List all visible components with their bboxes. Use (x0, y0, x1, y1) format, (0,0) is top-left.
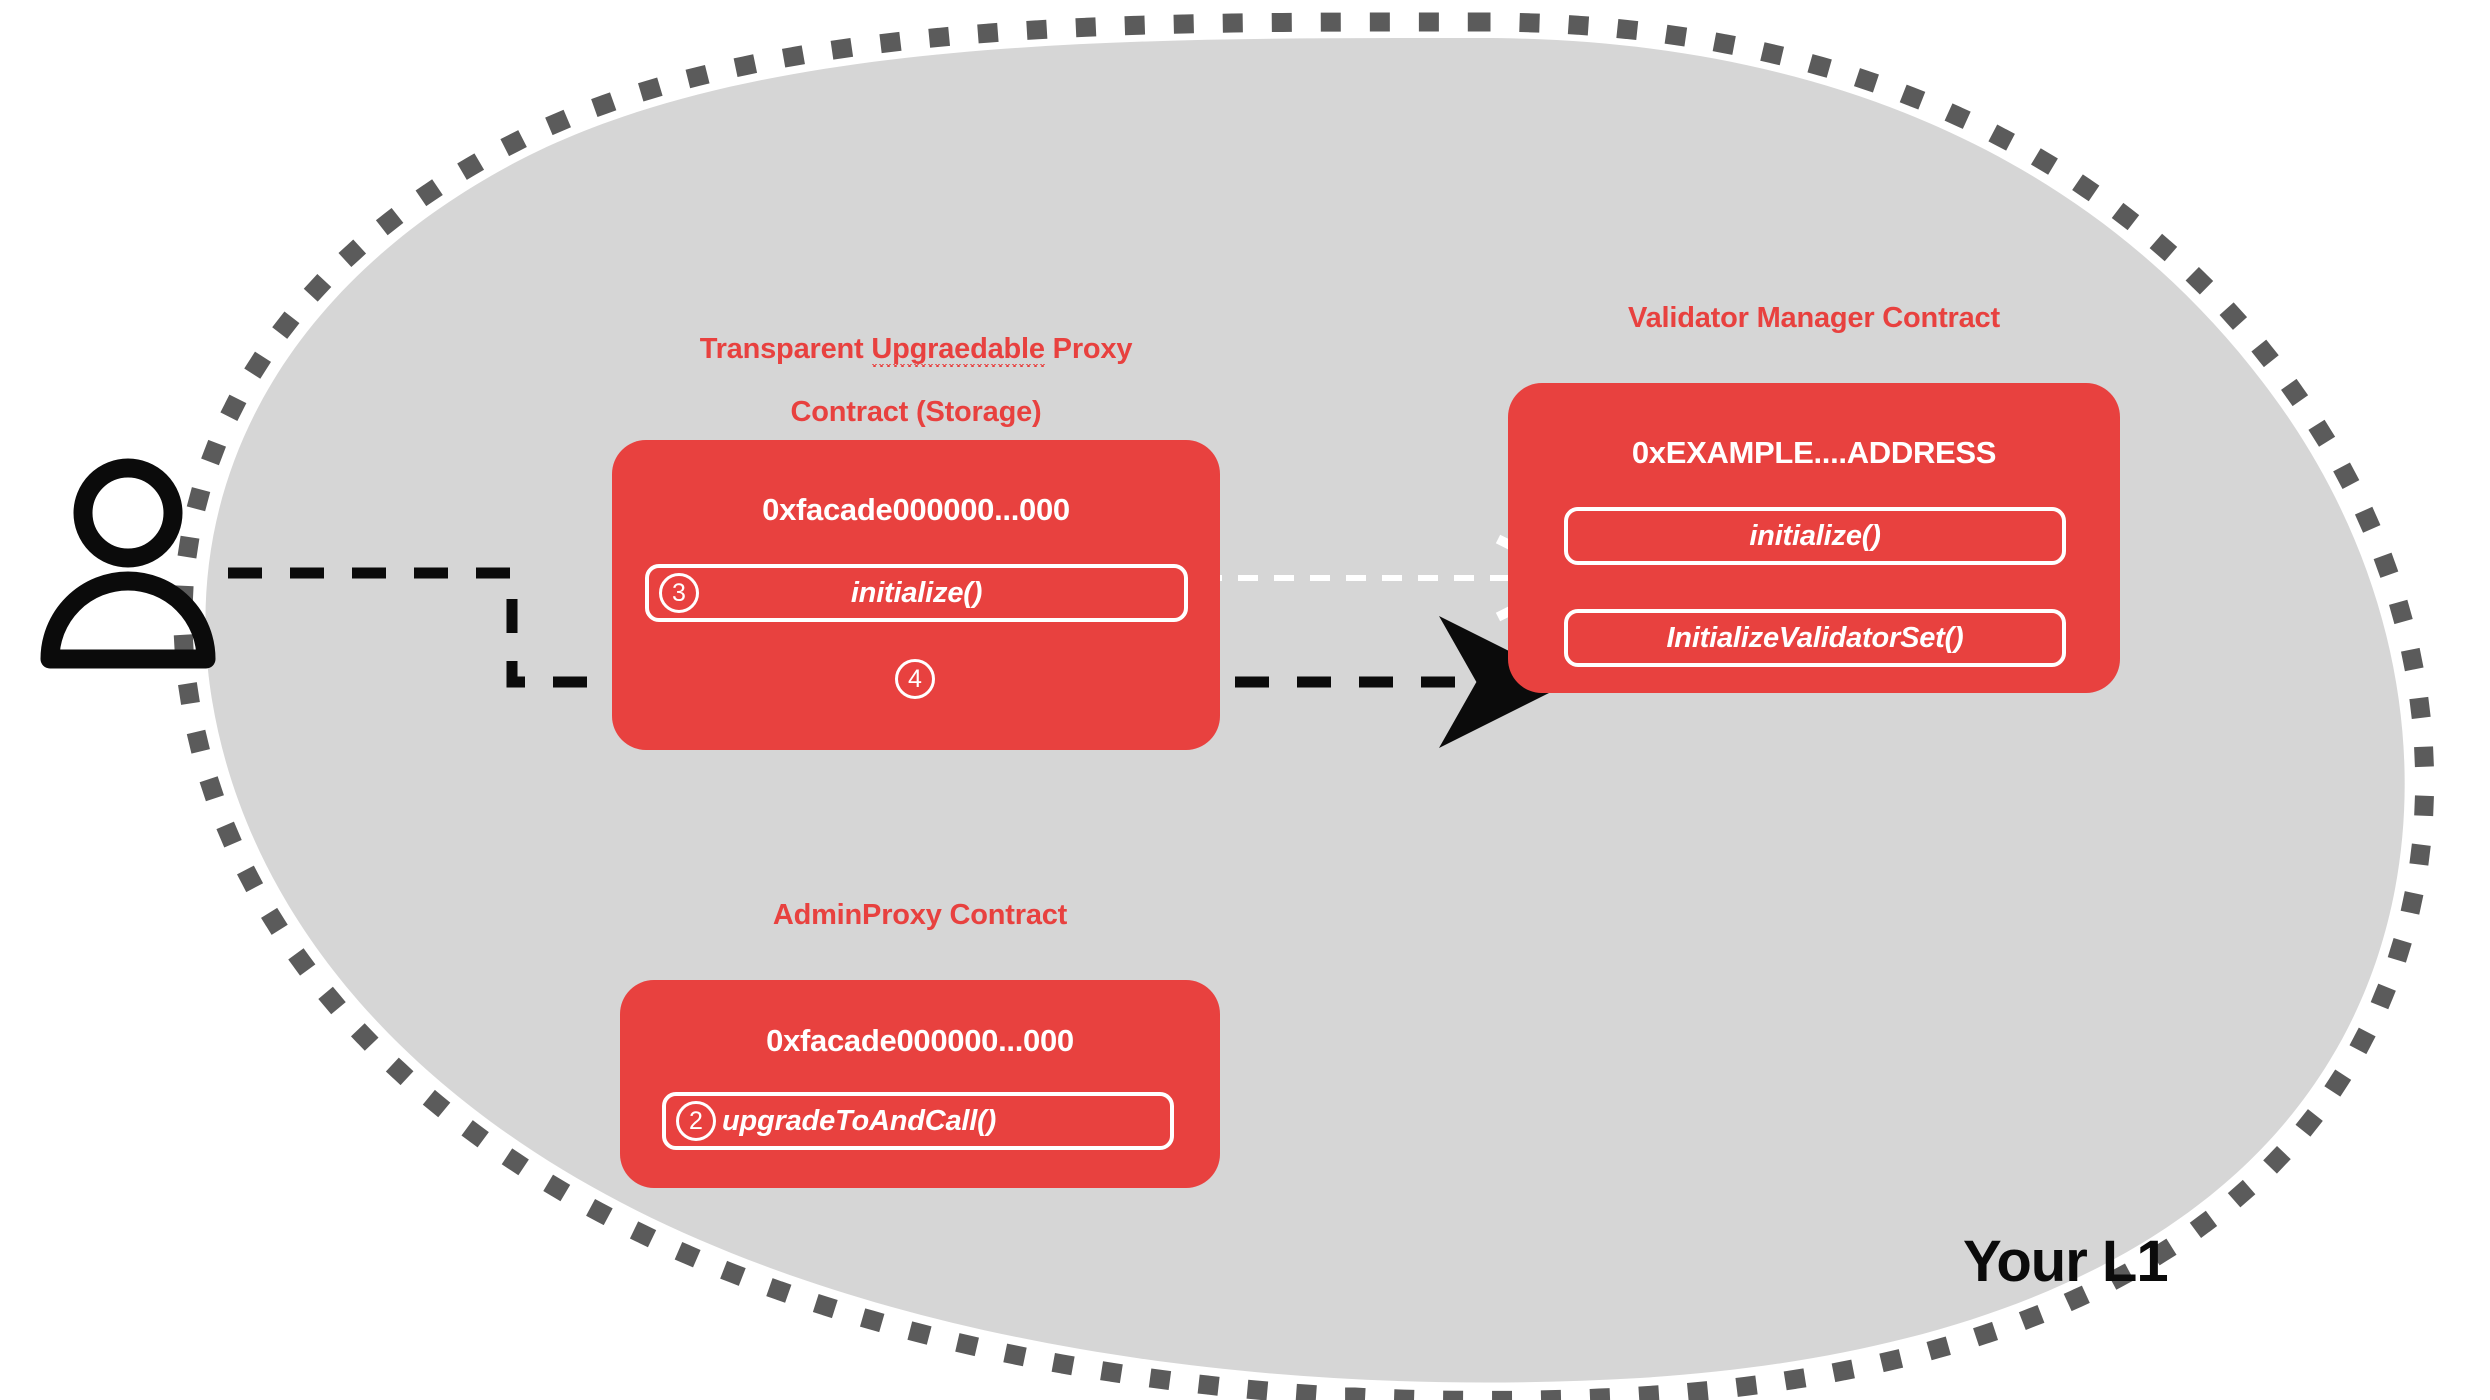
contract-box-validator-manager[interactable]: 0xEXAMPLE....ADDRESS initialize() Initia… (1508, 383, 2120, 694)
contract-validator-manager: Validator Manager Contract 0xEXAMPLE....… (1508, 302, 2120, 694)
title-part-1: Transparent (699, 333, 872, 366)
boundary-dashed-outline (173, 12, 2434, 1400)
contract-box-transparent-proxy[interactable]: 0xfacade000000...000 3 initialize() 4 (612, 440, 1220, 751)
contract-box-admin-proxy[interactable]: 0xfacade000000...000 2 upgradeToAndCall(… (620, 980, 1220, 1189)
method-pill-proxy-initialize[interactable]: 3 initialize() (645, 564, 1188, 623)
method-label-vm-initializevalidatorset: InitializeValidatorSet() (1666, 621, 1964, 654)
your-l1-label: Your L1 (1963, 1229, 2169, 1294)
contract-address-transparent-proxy: 0xfacade000000...000 (762, 492, 1070, 528)
method-label-proxy-initialize: initialize() (850, 576, 983, 609)
step-badge-3: 3 (659, 573, 699, 614)
contract-admin-proxy: AdminProxy Contract 0xfacade000000...000… (620, 899, 1220, 1189)
title-misspelled-word: Upgraedable (871, 333, 1045, 366)
method-pill-vm-initializevalidatorset[interactable]: InitializeValidatorSet() (1564, 609, 2066, 668)
person-head (73, 458, 183, 568)
method-label-upgradetoandcall: upgradeToAndCall() (722, 1104, 997, 1137)
contract-address-validator-manager: 0xEXAMPLE....ADDRESS (1631, 435, 1997, 471)
contract-title-transparent-proxy: Transparent Upgraedable Proxy Contract (… (612, 303, 1220, 428)
person-body (40, 571, 216, 669)
contract-address-admin-proxy: 0xfacade000000...000 (766, 1023, 1074, 1059)
contract-title-admin-proxy: AdminProxy Contract (772, 899, 1068, 931)
title-part-2: Proxy (1044, 333, 1133, 366)
person-icon (40, 458, 216, 669)
method-pill-upgradetoandcall[interactable]: 2 upgradeToAndCall() (662, 1092, 1174, 1151)
method-pill-vm-initialize[interactable]: initialize() (1564, 507, 2066, 566)
step-badge-4: 4 (895, 659, 935, 700)
step-badge-2: 2 (676, 1101, 716, 1142)
boundary-fill (205, 37, 2405, 1383)
contract-title-validator-manager: Validator Manager Contract (1628, 302, 2000, 334)
contract-transparent-proxy: Transparent Upgraedable Proxy Contract (… (612, 303, 1220, 751)
method-label-vm-initialize: initialize() (1749, 519, 1881, 552)
title-line-2: Contract (Storage) (790, 395, 1042, 428)
